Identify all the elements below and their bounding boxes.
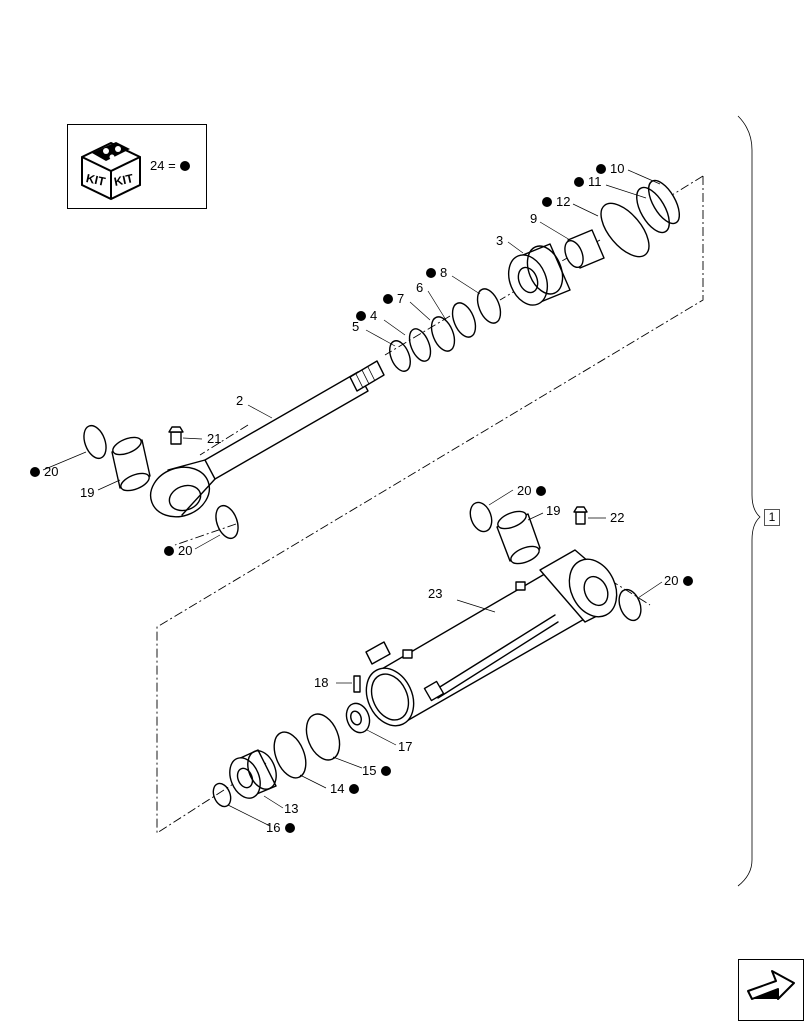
next-page-arrow-icon — [747, 970, 795, 1000]
callout-c12: 13 — [284, 801, 298, 816]
seal-ring-right-eye — [618, 588, 642, 622]
piston-rod — [149, 360, 385, 518]
kit-icon-label-right: KIT — [113, 171, 135, 189]
assembly-boundary-line — [156, 176, 704, 834]
bushing-right — [496, 510, 541, 565]
callout-c25: 22 — [610, 510, 624, 525]
kit-bullet-icon — [381, 766, 391, 776]
callout-c21: 20 — [178, 543, 192, 558]
ring-4 — [408, 328, 432, 362]
ring-8 — [476, 288, 502, 324]
callout-c7: 8 — [440, 265, 447, 280]
kit-bullet-icon — [285, 823, 295, 833]
callout-c16: 17 — [398, 739, 412, 754]
ring-15 — [305, 713, 341, 761]
callout-c3: 4 — [370, 308, 377, 323]
leader-lines — [42, 169, 663, 827]
seal-ring-left — [83, 424, 107, 460]
assembly-bracket — [737, 115, 761, 887]
next-page-button[interactable] — [738, 959, 804, 1021]
piston-3 — [507, 243, 571, 306]
callout-c23: 20 — [664, 573, 678, 588]
callout-c11: 12 — [556, 194, 570, 209]
callout-c18: 19 — [80, 485, 94, 500]
callout-c9: 10 — [610, 161, 624, 176]
callout-c13: 14 — [330, 781, 344, 796]
kit-legend: 24 = — [150, 158, 190, 173]
kit-bullet-icon — [574, 177, 584, 187]
callout-c24: 21 — [207, 431, 221, 446]
callout-c19: 19 — [546, 503, 560, 518]
seal-ring-right-top — [469, 501, 493, 533]
grease-fitting-22 — [573, 506, 588, 525]
ring-12 — [600, 202, 650, 258]
kit-bullet-icon — [179, 160, 190, 171]
kit-bullet-icon — [596, 164, 606, 174]
callout-c8: 9 — [530, 211, 537, 226]
cylinder-head-13 — [229, 749, 277, 799]
pin-18 — [353, 675, 361, 693]
kit-bullet-icon — [164, 546, 174, 556]
bushing-left — [111, 436, 151, 492]
seal-ring-rod-eye — [215, 504, 239, 540]
callout-c20: 20 — [44, 464, 58, 479]
callout-c6: 7 — [397, 291, 404, 306]
kit-bullet-icon — [542, 197, 552, 207]
kit-bullet-icon — [536, 486, 546, 496]
ring-14 — [273, 731, 307, 779]
callout-c14: 15 — [362, 763, 376, 778]
rod-centerline — [174, 315, 451, 546]
ring-10 — [647, 179, 681, 225]
callout-c10: 11 — [588, 174, 602, 189]
kit-bullet-icon — [426, 268, 436, 278]
reference-box: 1 — [764, 509, 780, 526]
callout-c26: 23 — [428, 586, 442, 601]
sleeve-9 — [564, 229, 605, 269]
callout-c5: 6 — [416, 280, 423, 295]
exploded-cylinder-diagram: 2345678910111213141516171819192020202021… — [30, 115, 761, 887]
kit-icon-label-left: KIT — [85, 171, 107, 189]
kit-bullet-icon — [349, 784, 359, 794]
callout-c17: 18 — [314, 675, 328, 690]
callout-c2: 3 — [496, 233, 503, 248]
kit-bullet-icon — [356, 311, 366, 321]
kit-box-icon: KIT KIT — [81, 141, 141, 201]
ring-16 — [212, 782, 232, 808]
ring-6 — [430, 316, 456, 352]
callout-c1: 2 — [236, 393, 243, 408]
ring-11 — [636, 186, 670, 234]
cylinder-barrel — [365, 549, 618, 727]
grease-fitting-21 — [168, 426, 184, 445]
callout-c22: 20 — [517, 483, 531, 498]
callout-c4: 5 — [352, 319, 359, 334]
callout-c15: 16 — [266, 820, 280, 835]
callout-labels: 2345678910111213141516171819192020202021… — [30, 161, 693, 835]
kit-legend-text: 24 = — [150, 158, 176, 173]
kit-bullet-icon — [683, 576, 693, 586]
kit-bullet-icon — [30, 467, 40, 477]
kit-bullet-icon — [383, 294, 393, 304]
nut-17 — [345, 702, 371, 734]
ring-7 — [451, 302, 477, 338]
ring-5 — [389, 340, 411, 372]
